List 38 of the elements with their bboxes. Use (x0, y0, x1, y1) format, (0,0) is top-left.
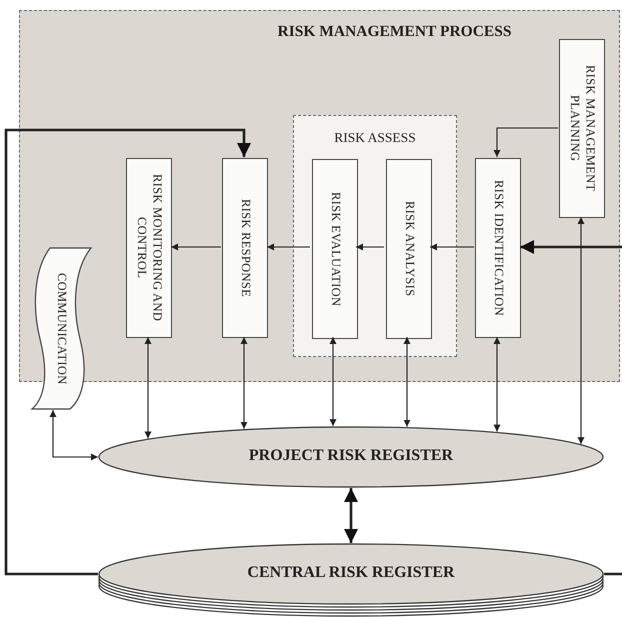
node-label: CENTRAL RISK REGISTER (246, 564, 456, 582)
process-box (559, 39, 605, 218)
arrow (578, 217, 584, 444)
arrow (330, 337, 336, 426)
arrow (356, 244, 384, 250)
arrow (404, 337, 410, 427)
process-panel (19, 10, 620, 382)
arrow (494, 127, 558, 157)
node-label: RISK ANALYSIS (402, 201, 417, 297)
communication-banner (30, 247, 92, 410)
process-box (222, 158, 268, 338)
node-label: RISK MONITORING AND CONTROL (134, 173, 165, 324)
register-ellipse (98, 426, 604, 488)
arrow (171, 244, 221, 250)
connector-line (604, 572, 622, 576)
process-box (475, 158, 521, 338)
arrow (267, 244, 310, 250)
arrow (4, 128, 251, 576)
arrow (430, 244, 474, 250)
group-panel (293, 115, 457, 357)
node-label: COMMUNICATION (54, 272, 69, 384)
register-stack (98, 543, 604, 617)
arrow (344, 488, 358, 543)
arrow (494, 337, 500, 432)
node-label: RISK RESPONSE (238, 198, 253, 298)
arrow (520, 240, 622, 254)
arrow (50, 410, 98, 460)
node-label: RISK EVALUATION (328, 192, 343, 306)
node-label: RISK MANAGEMENT PLANNING (567, 64, 598, 194)
arrow (240, 337, 248, 429)
node-label: PROJECT RISK REGISTER (248, 447, 454, 465)
process-box (386, 159, 432, 339)
node-label: RISK IDENTIFICATION (490, 180, 506, 316)
process-box (312, 159, 358, 339)
node-label: RISK MANAGEMENT PROCESS (276, 23, 512, 41)
arrow (144, 337, 152, 438)
node-label: RISK ASSESS (333, 130, 417, 146)
process-box (126, 158, 172, 338)
